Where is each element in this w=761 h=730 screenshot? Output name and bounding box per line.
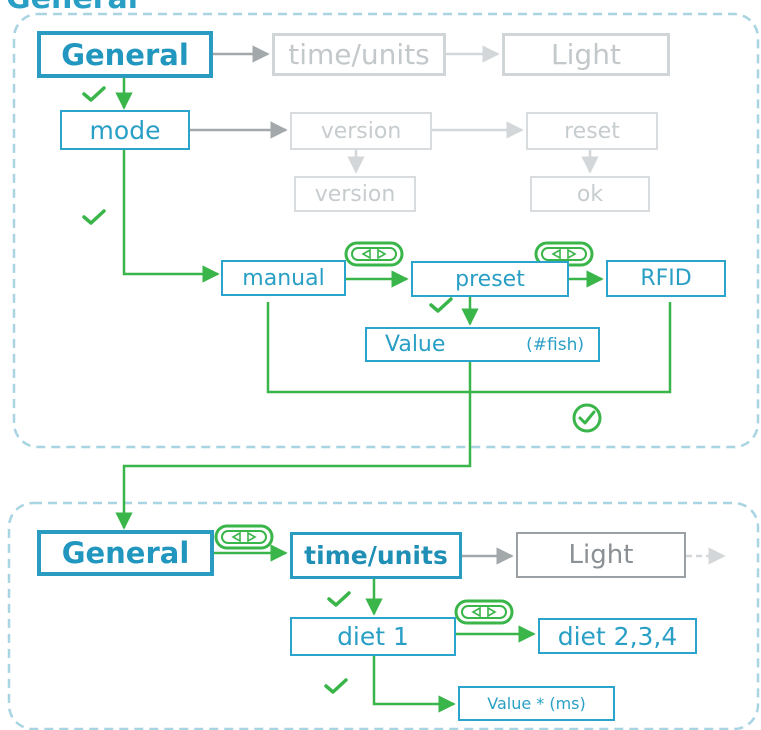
menu-node-time-units[interactable]: time/units [272, 33, 446, 76]
left-right-toggle-icon [214, 524, 274, 550]
menu-node-light[interactable]: Light [502, 33, 670, 76]
value-label: Value [385, 332, 446, 357]
check-mark-icon [327, 591, 351, 607]
menu-node-ok[interactable]: ok [530, 176, 650, 212]
menu-node-general[interactable]: General [37, 31, 213, 78]
menu-node-time-units-2[interactable]: time/units [290, 532, 462, 579]
section-frame-bottom [7, 501, 760, 730]
value-unit-label: (#fish) [526, 334, 584, 355]
option-manual[interactable]: manual [221, 260, 346, 296]
option-preset[interactable]: preset [411, 261, 569, 297]
check-circle-icon [572, 403, 602, 433]
menu-node-diet-2-3-4[interactable]: diet 2,3,4 [538, 618, 697, 654]
value-fish-node[interactable]: Value (#fish) [365, 327, 600, 362]
left-right-toggle-icon [534, 241, 594, 267]
menu-node-mode[interactable]: mode [60, 110, 190, 150]
menu-node-diet-1[interactable]: diet 1 [290, 617, 456, 656]
menu-node-version[interactable]: version [290, 112, 432, 150]
section-frame-top [12, 12, 760, 449]
inactive-connectors [190, 45, 726, 565]
left-right-toggle-icon [344, 241, 404, 267]
section-title: General [6, 0, 138, 14]
option-rfid[interactable]: RFID [606, 260, 726, 297]
active-connectors [115, 78, 672, 713]
check-mark-icon [82, 209, 106, 225]
value-ms-node[interactable]: Value * (ms) [458, 686, 615, 721]
check-mark-icon [82, 86, 106, 102]
check-mark-icon [324, 678, 348, 694]
menu-node-general-2[interactable]: General [37, 530, 214, 576]
menu-node-light-2[interactable]: Light [516, 532, 686, 578]
left-right-toggle-icon [454, 599, 514, 625]
menu-node-reset[interactable]: reset [526, 112, 658, 150]
menu-node-version-value[interactable]: version [294, 176, 416, 212]
check-mark-icon [429, 297, 453, 313]
